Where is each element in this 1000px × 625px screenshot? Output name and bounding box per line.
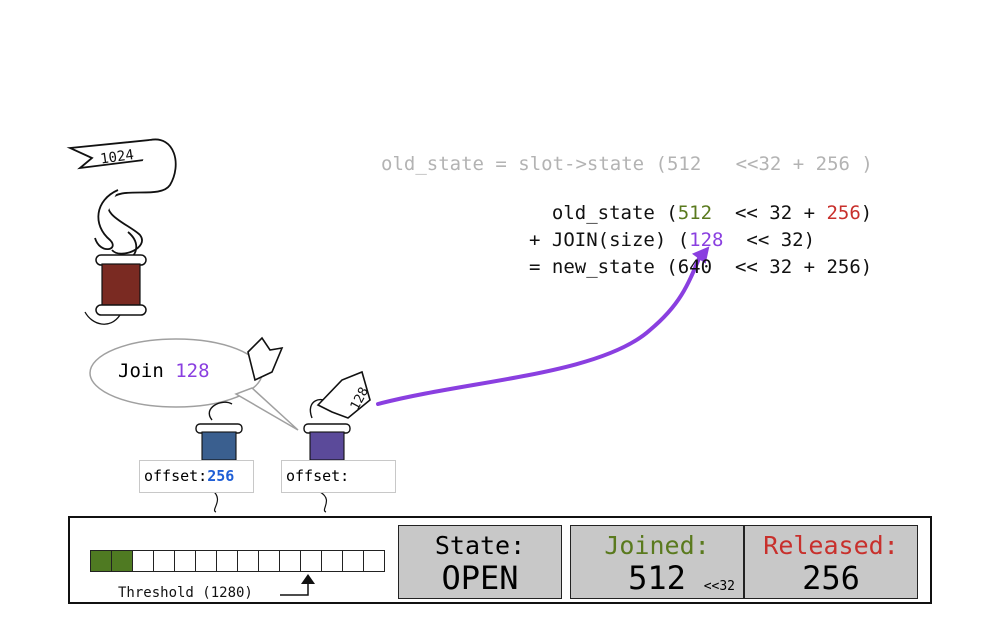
red-spool: [84, 254, 147, 325]
calc-row-old-state-close: ): [860, 202, 873, 224]
slot-cell-empty: [300, 550, 322, 572]
calc-row-join-a: 128: [689, 229, 724, 251]
slot-cell-empty: [258, 550, 280, 572]
join-bubble-value: 128: [175, 360, 210, 382]
calc-row-old-state-mid: << 32 +: [712, 202, 827, 224]
offset-label-right: offset:: [281, 460, 396, 493]
slot-cell-empty: [195, 550, 217, 572]
threshold-label: Threshold (1280): [118, 585, 253, 601]
calc-row-old-state-a: 512: [677, 202, 713, 224]
calc-row-new-state-mid: << 32 +: [712, 256, 827, 278]
purple-spool: [303, 370, 371, 513]
join-bubble-label: Join: [118, 360, 176, 382]
status-panel: Threshold (1280) State: OPEN Joined: 512…: [68, 516, 932, 604]
threshold-marker: [280, 574, 315, 596]
slot-cell-empty: [279, 550, 301, 572]
joined-box: Joined: 512 <<32: [570, 525, 744, 599]
slot-cell-empty: [321, 550, 343, 572]
middle-ribbon: [247, 336, 284, 382]
state-box: State: OPEN: [398, 525, 562, 599]
top-ribbon: [66, 138, 177, 261]
join-arrow: [376, 246, 710, 406]
slot-cells: [90, 550, 385, 572]
state-title: State:: [434, 531, 526, 560]
slot-cell-empty: [237, 550, 259, 572]
slot-cell-empty: [216, 550, 238, 572]
offset-left-label: offset:: [144, 467, 208, 485]
offset-left-value: 256: [207, 467, 235, 485]
slot-cell-empty: [342, 550, 364, 572]
calc-row-old-state-b: 256: [826, 202, 861, 224]
calc-row-join-label: + JOIN(size): [529, 229, 678, 251]
joined-title: Joined:: [604, 531, 710, 560]
calc-row-new-state-b: 256: [826, 256, 861, 278]
blue-spool: [195, 401, 243, 513]
released-value: 256: [802, 559, 860, 597]
slot-cell-empty: [174, 550, 196, 572]
calc-row-join-open: (: [677, 229, 690, 251]
calc-row-new-state-a: 640: [677, 256, 713, 278]
state-value: OPEN: [441, 559, 519, 597]
calc-row-new-state-open: (: [666, 256, 678, 278]
top-ribbon-tag: 1024: [99, 147, 135, 168]
calc-row-join-mid: << 32): [723, 229, 816, 251]
offset-right-label: offset:: [286, 467, 350, 485]
calc-row-new-state-label: = new_state: [529, 256, 667, 278]
calc-row-old-state-open: (: [666, 202, 678, 224]
calc-row-new-state-close: ): [860, 256, 873, 278]
join-bubble-text: Join 128: [118, 360, 210, 382]
header-formula: old_state = slot->state (512 <<32 + 256 …: [381, 153, 873, 175]
joined-value: 512: [628, 559, 686, 597]
slot-cell-empty: [363, 550, 385, 572]
released-box: Released: 256: [744, 525, 918, 599]
slot-cell-filled: [111, 550, 133, 572]
slot-cell-empty: [132, 550, 154, 572]
offset-label-left: offset:256: [139, 460, 254, 493]
calc-row-join: + JOIN(size) (128 << 32): [529, 229, 815, 251]
slot-cell-filled: [90, 550, 112, 572]
calc-row-old-state-label: old_state: [529, 202, 667, 224]
calc-row-old-state: old_state (512 << 32 + 256): [529, 202, 872, 224]
joined-shift: <<32: [703, 579, 735, 594]
released-title: Released:: [763, 531, 899, 560]
slot-cell-empty: [153, 550, 175, 572]
calc-row-new-state: = new_state (640 << 32 + 256): [529, 256, 872, 278]
